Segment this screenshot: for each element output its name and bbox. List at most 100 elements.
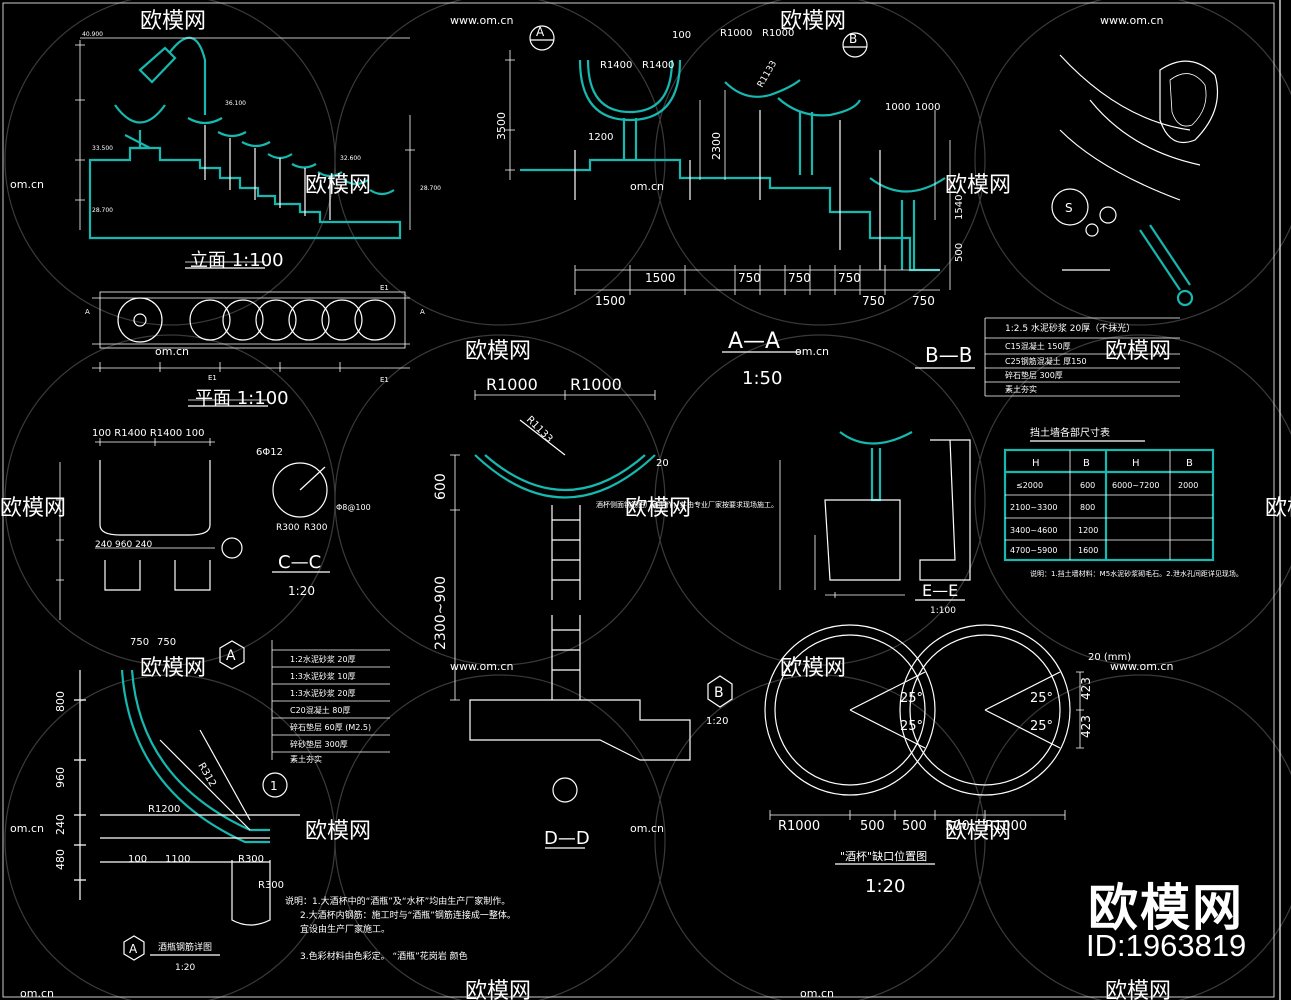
aa-dim: 750 <box>788 271 811 285</box>
section-aa-view: A B R1400 R1400 R1000 R1000 R1133 1200 1… <box>495 25 965 389</box>
wm-brand: 欧模网 <box>0 496 66 521</box>
svg-text:A: A <box>420 308 425 316</box>
layer-row: 1:3水泥砂浆 20厚 <box>290 688 356 698</box>
layers-table: 1:2水泥砂浆 20厚 1:3水泥砂浆 10厚 1:3水泥砂浆 20厚 C20混… <box>271 640 390 764</box>
watermark-texts: om.cn om.cn www.om.cn www.om.cn om.cn om… <box>0 9 1291 1000</box>
detail-b-scale: 1:20 <box>706 716 728 727</box>
cup-dim: 20 <box>656 458 669 469</box>
rt-cell: ≤2000 <box>1016 481 1043 490</box>
aa-dim: R1400 <box>600 60 632 71</box>
wm-brand: 欧模网 <box>625 496 691 521</box>
notes-caption: 酒瓶钢筋详图 <box>158 941 212 953</box>
db-dim: 423 <box>1079 715 1093 738</box>
da-dim: 240 <box>54 814 67 835</box>
wm-site: om.cn <box>630 822 664 835</box>
rt-cell: 600 <box>1080 481 1095 490</box>
note-line: 3.色彩材料由色彩定。 “酒瓶”花岗岩 颜色 <box>300 950 468 962</box>
wm-site: www.om.cn <box>450 14 513 27</box>
note-line: 宜设由生产厂家施工。 <box>300 923 390 935</box>
detail-b-bubble: B <box>714 685 724 701</box>
svg-text:33.500: 33.500 <box>92 145 113 152</box>
da-dim: 480 <box>54 849 67 870</box>
wm-brand: 欧模网 <box>140 656 206 681</box>
svg-text:28.700: 28.700 <box>92 207 113 214</box>
rt-header: H <box>1132 458 1140 469</box>
db-dim: 25° <box>900 691 923 706</box>
section-bb-view: 1:2.5 水泥砂浆 20厚（不抹光） C15混凝土 150厚 C25钢筋混凝土… <box>915 317 1180 397</box>
cup-dim: R1133 <box>524 414 555 445</box>
section-aa-scale: 1:50 <box>742 368 782 389</box>
aa-dim: 1500 <box>595 294 626 308</box>
brand-id-text: ID:1963819 <box>1086 928 1247 963</box>
wm-site: www.om.cn <box>450 660 513 673</box>
wm-brand: 欧模网 <box>945 819 1011 844</box>
note-line: 说明：1.大酒杯中的“酒瓶”及“水杯”均由生产厂家制作。 <box>285 895 510 907</box>
svg-text:40.900: 40.900 <box>82 31 103 38</box>
cc-dim: R300 <box>276 523 300 533</box>
wm-site: www.om.cn <box>1110 660 1173 673</box>
svg-text:E1: E1 <box>380 376 389 384</box>
svg-text:28.700: 28.700 <box>420 185 441 192</box>
svg-text:E1: E1 <box>380 284 389 292</box>
section-aa-title: A—A <box>728 329 780 354</box>
wm-site: om.cn <box>155 345 189 358</box>
wm-site: om.cn <box>630 180 664 193</box>
detail-a-bubble: A <box>226 648 236 664</box>
aa-dim: 1500 <box>645 271 676 285</box>
wm-site: om.cn <box>20 987 54 1000</box>
db-dim: 423 <box>1079 677 1093 700</box>
rt-header: H <box>1032 458 1040 469</box>
cc-dim: R300 <box>304 523 328 533</box>
section-ee-scale: 1:100 <box>930 606 956 616</box>
db-dim: 500 <box>860 819 885 834</box>
da-dim: 800 <box>54 691 67 712</box>
aa-dim: 100 <box>672 30 691 41</box>
svg-text:32.600: 32.600 <box>340 155 361 162</box>
layer-row: 1:2水泥砂浆 20厚 <box>290 654 356 664</box>
wm-brand: 欧模网 <box>465 979 531 1000</box>
notes-caption-scale: 1:20 <box>175 963 195 973</box>
cc-dim: Φ8@100 <box>336 503 371 512</box>
rt-cell: 1600 <box>1078 546 1098 555</box>
wm-brand: 欧模网 <box>780 656 846 681</box>
svg-text:S: S <box>1065 201 1073 215</box>
db-dim: 25° <box>1030 719 1053 734</box>
db-dim: R1000 <box>778 819 820 834</box>
section-cc-view: 6Φ12 Φ8@100 R300 R300 C—C 1:20 <box>256 447 371 598</box>
wm-site: om.cn <box>10 178 44 191</box>
rt-cell: 2100~3300 <box>1010 503 1057 512</box>
plan-title: 平面 1:100 <box>195 388 289 409</box>
wm-brand: 欧模网 <box>465 339 531 364</box>
aa-dim: 750 <box>862 294 885 308</box>
wm-brand: 欧模网 <box>305 819 371 844</box>
elevation-view: 40.900 33.500 28.700 28.700 36.100 32.60… <box>75 31 441 271</box>
layer-row: 1:3水泥砂浆 10厚 <box>290 671 356 681</box>
rt-header: B <box>1186 458 1193 469</box>
wm-brand: 欧模网 <box>140 9 206 34</box>
wm-brand: 欧模网 <box>305 173 371 198</box>
cup-section-left: 100 R1400 R1400 100 240 960 240 750 750 <box>56 428 243 648</box>
plan-view: E1 E1 E1 A A 平面 1:100 <box>85 284 425 409</box>
rt-cell: 3400~4600 <box>1010 526 1057 535</box>
rt-cell: 2000 <box>1178 481 1198 490</box>
svg-text:750: 750 <box>157 637 176 648</box>
layer-row: 碎砂垫层 300厚 <box>290 739 348 749</box>
rt-cell: 1200 <box>1078 526 1098 535</box>
section-aa-bubble-b: B <box>849 32 857 46</box>
wm-brand: 欧模网 <box>1105 979 1171 1000</box>
svg-text:750: 750 <box>130 637 149 648</box>
bb-layer: C15混凝土 150厚 <box>1005 341 1071 351</box>
retaining-wall-table: 挡土墙各部尺寸表 H B H B ≤2000 600 6000~7200 200… <box>1003 426 1243 578</box>
bb-layer: C25钢筋混凝土 厚150 <box>1005 356 1087 366</box>
db-dim: 20 (mm) <box>1088 652 1131 663</box>
section-cc-title: C—C <box>278 552 321 573</box>
cup-detail-center: R1000 R1000 R1133 600 2300~900 20 酒杯侧面钢筋… <box>433 375 778 849</box>
section-ee-title: E—E <box>922 581 958 600</box>
wm-site: www.om.cn <box>1100 14 1163 27</box>
da-dim: 960 <box>54 767 67 788</box>
bb-layer: 1:2.5 水泥砂浆 20厚（不抹光） <box>1005 322 1135 334</box>
da-dim: R312 <box>195 761 218 789</box>
retaining-table-title: 挡土墙各部尺寸表 <box>1030 426 1110 439</box>
da-dim: R1200 <box>148 804 180 815</box>
